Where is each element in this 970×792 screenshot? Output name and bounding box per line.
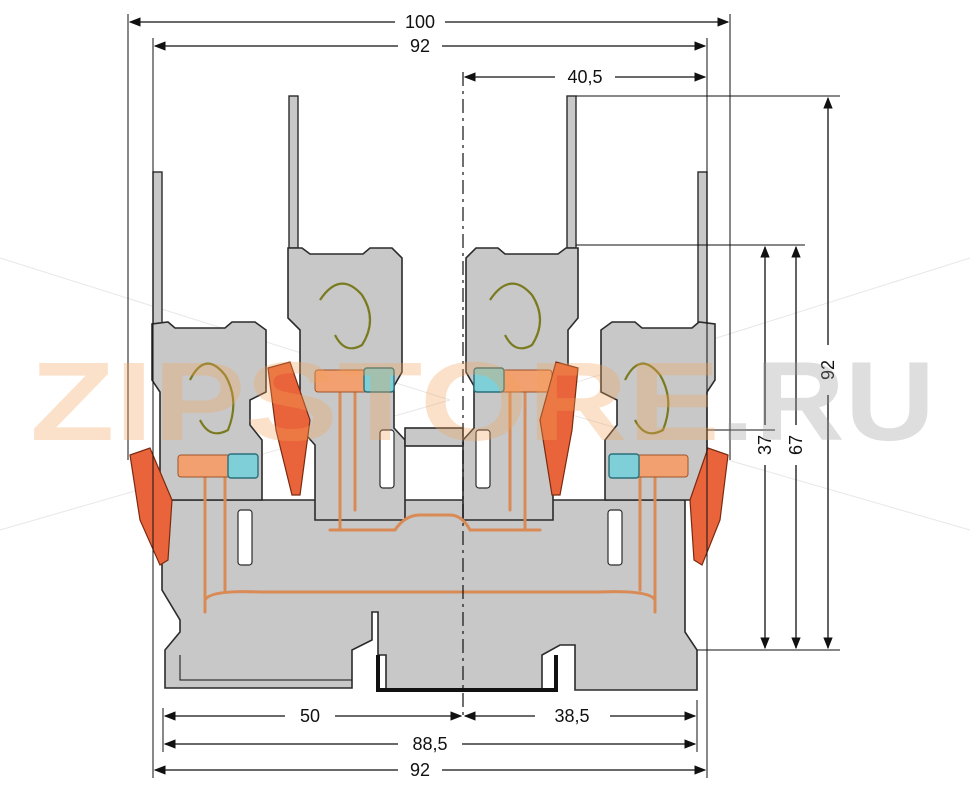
copper-busbar <box>203 378 657 614</box>
din-rail <box>376 655 558 692</box>
rail-foot-left <box>179 655 352 681</box>
dim-bottom-rail: 88,5 <box>412 734 447 754</box>
watermark-suffix: .RU <box>720 339 935 464</box>
watermark-main: ZIPSTORE <box>30 339 720 464</box>
dim-top-overall: 100 <box>405 12 435 32</box>
pin-far-right <box>697 171 708 325</box>
pin-far-left <box>152 171 163 325</box>
orange-levers <box>129 361 729 566</box>
contact-blocks <box>177 369 689 478</box>
lever-mid-left <box>267 361 311 496</box>
dim-bottom-body: 92 <box>410 760 430 780</box>
dim-bottom-left: 50 <box>300 706 320 726</box>
extension-lines <box>127 14 840 778</box>
pin-mid-left <box>288 95 299 249</box>
springs <box>189 282 670 435</box>
lever-left <box>129 447 173 566</box>
clamp-window-mid-right <box>473 367 505 393</box>
dimension-lines <box>128 17 833 775</box>
dim-top-body: 92 <box>410 36 430 56</box>
clamp-window-mid-left <box>363 367 395 393</box>
pin-mid-right <box>566 95 577 249</box>
dim-right-total: 92 <box>818 360 838 380</box>
lever-right <box>689 447 729 566</box>
dim-right-mid: 67 <box>786 435 806 455</box>
base-body <box>161 499 698 691</box>
dim-top-offset: 40,5 <box>567 67 602 87</box>
dim-right-low: 37 <box>755 435 775 455</box>
clamp-window-right <box>608 453 640 479</box>
clamp-windows <box>227 367 640 479</box>
dim-bottom-right: 38,5 <box>554 706 589 726</box>
lever-mid-right <box>539 361 579 496</box>
watermark: ZIPSTORE .RU <box>30 339 935 464</box>
dimension-labels: 100 92 40,5 92 67 37 50 38,5 88,5 92 <box>300 12 838 780</box>
clamp-window-left <box>227 453 259 479</box>
